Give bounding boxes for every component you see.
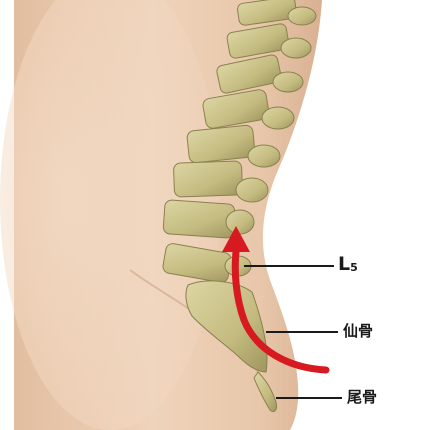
- label-sacrum: 仙骨: [343, 320, 373, 341]
- label-l5-main: L: [338, 253, 350, 275]
- label-coccyx: 尾骨: [347, 386, 377, 407]
- label-l5: L5: [338, 253, 358, 275]
- label-l5-subscript: 5: [350, 261, 358, 274]
